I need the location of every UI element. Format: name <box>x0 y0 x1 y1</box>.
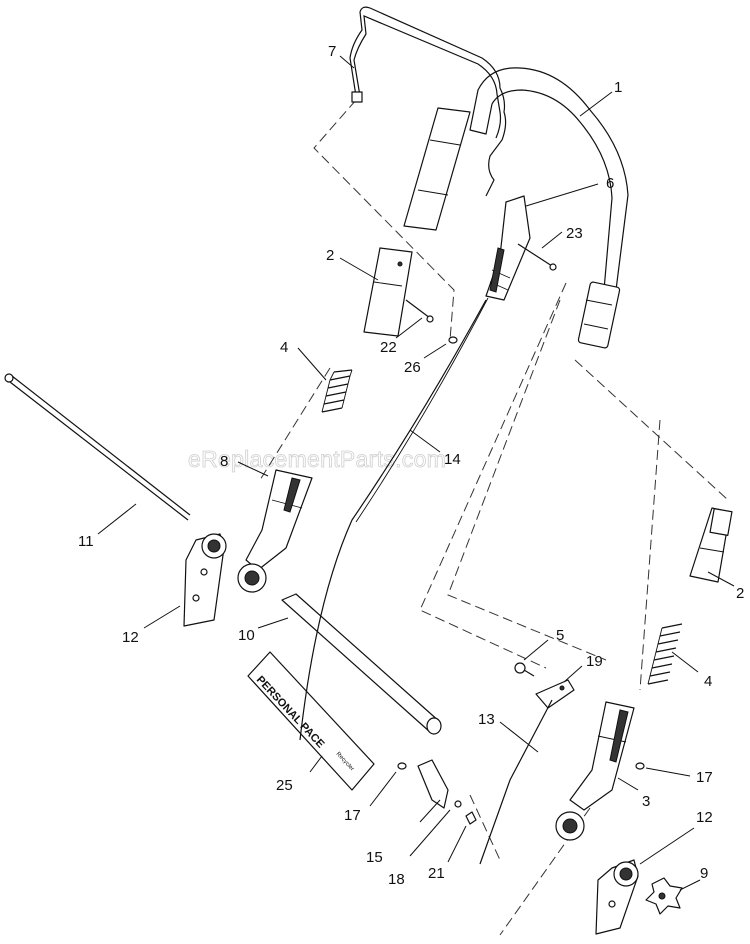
clip-19 <box>514 662 575 709</box>
knob-9 <box>645 877 683 915</box>
clamp-sleeve-left <box>363 247 413 337</box>
callout-5: 5 <box>556 627 564 644</box>
callout-8: 8 <box>220 453 228 470</box>
callout-10: 10 <box>238 627 255 644</box>
callout-1: 1 <box>614 79 622 96</box>
callout-23: 23 <box>566 225 583 242</box>
callout-4-right: 4 <box>704 673 712 690</box>
callout-17-left: 17 <box>344 807 361 824</box>
callout-26: 26 <box>404 359 421 376</box>
bracket-right <box>595 859 639 935</box>
lower-handle-left <box>237 469 313 593</box>
washer-17-right <box>635 762 645 770</box>
callout-9: 9 <box>700 865 708 882</box>
pin-22 <box>405 299 458 344</box>
callout-2-left: 2 <box>326 247 334 264</box>
callout-7: 7 <box>328 43 336 60</box>
callout-6: 6 <box>606 175 614 192</box>
spring-right <box>647 623 683 685</box>
assembly-lines <box>259 99 729 936</box>
tube-10 <box>281 593 442 735</box>
link-rod-13 <box>479 699 553 865</box>
callout-2-right: 2 <box>736 585 744 602</box>
callout-14: 14 <box>444 451 461 468</box>
callout-3: 3 <box>642 793 650 810</box>
callout-11: 11 <box>78 533 94 550</box>
small-parts <box>397 759 477 825</box>
callout-12-left: 12 <box>122 629 139 646</box>
latch-assembly <box>485 195 557 301</box>
cable-14 <box>299 297 489 741</box>
callout-12-right: 12 <box>696 809 713 826</box>
upper-handle <box>403 67 629 349</box>
callout-25: 25 <box>276 777 293 794</box>
callout-18: 18 <box>388 871 405 888</box>
bail-wire <box>349 6 507 197</box>
callout-4-left: 4 <box>280 339 288 356</box>
spring-left <box>321 369 353 413</box>
callout-22: 22 <box>380 339 397 356</box>
bracket-left <box>183 533 227 627</box>
leader-lines <box>97 55 735 891</box>
callout-15: 15 <box>366 849 383 866</box>
watermark: eReplacementParts.com <box>188 446 446 472</box>
callout-19: 19 <box>586 653 603 670</box>
callout-17-right: 17 <box>696 769 713 786</box>
clamp-sleeve-right <box>689 507 733 583</box>
callout-21: 21 <box>428 865 445 882</box>
lower-handle-right <box>555 701 635 841</box>
callouts: 1 2 2 3 4 4 5 6 7 8 9 10 11 12 12 13 14 … <box>78 43 744 888</box>
decal: PERSONAL PACE Recycler <box>247 651 375 791</box>
callout-13: 13 <box>478 711 495 728</box>
axle-rod <box>4 373 191 521</box>
